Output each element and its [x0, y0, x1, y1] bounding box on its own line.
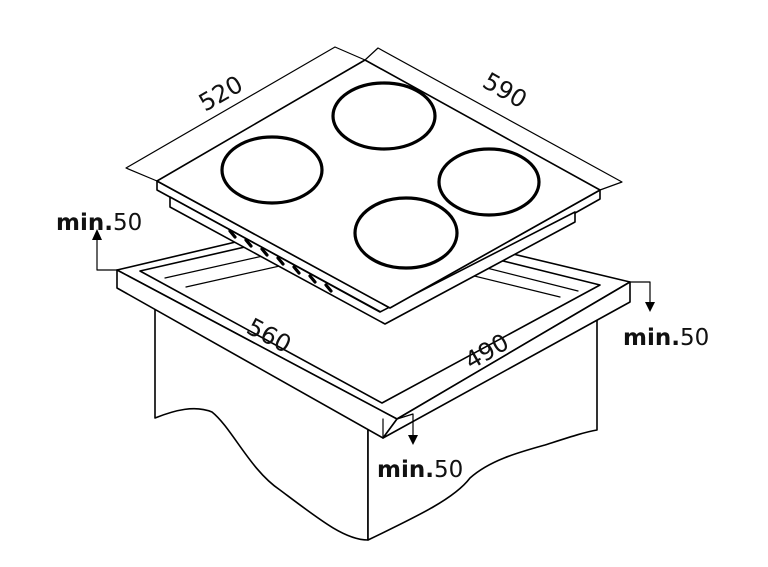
cooking-zone-front-left	[220, 135, 324, 205]
bottom-clearance-arrow	[396, 413, 418, 445]
right-clearance-label: min.50	[623, 325, 709, 351]
hob-width-dimension-line	[364, 47, 623, 191]
bottom-clearance-value: 50	[434, 457, 463, 483]
cabinet-right-face	[367, 317, 598, 541]
left-clearance-value: 50	[113, 210, 142, 236]
left-arrow-line	[96, 235, 118, 271]
right-clearance-value: 50	[680, 325, 709, 351]
cooking-zone-back-right	[437, 147, 541, 217]
cooking-zone-back-left	[331, 81, 437, 151]
right-clearance-prefix: min.	[623, 325, 680, 351]
bottom-arrow-head	[408, 435, 418, 445]
right-arrow-line	[629, 281, 651, 306]
hob-depth-label: 520	[194, 70, 248, 117]
left-clearance-label: min.50	[56, 210, 142, 236]
right-arrow-head	[645, 302, 655, 312]
left-clearance-prefix: min.	[56, 210, 113, 236]
worktop-side-edge	[382, 281, 631, 439]
left-clearance-arrow	[92, 229, 118, 271]
bottom-arrow-line	[396, 413, 414, 439]
left-arrow-head	[92, 229, 102, 240]
hob-connectors	[228, 229, 333, 293]
hob-base	[169, 196, 576, 325]
bottom-clearance-prefix: min.	[377, 457, 434, 483]
hob-dimension-lines	[125, 46, 623, 191]
cabinet-left-face	[154, 294, 369, 541]
right-clearance-arrow	[629, 281, 655, 312]
cooking-zone-front-right	[353, 196, 459, 270]
bottom-clearance-label: min.50	[377, 457, 463, 483]
hob-depth-dimension-line	[125, 46, 366, 182]
